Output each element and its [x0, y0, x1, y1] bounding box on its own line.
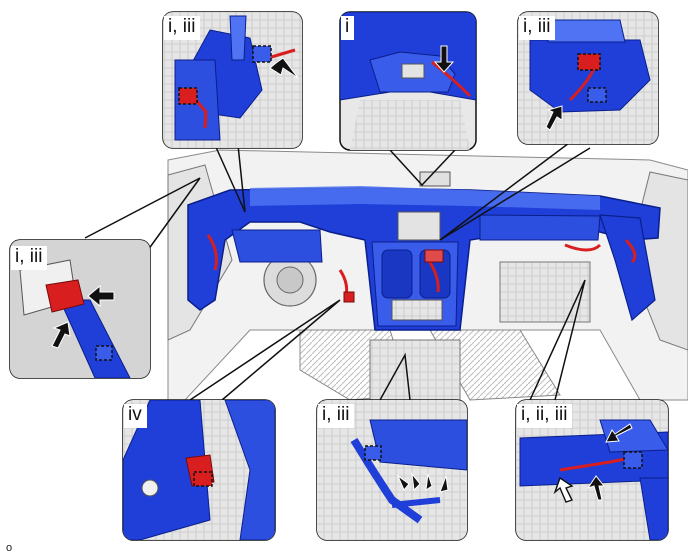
callout-bottom-center	[316, 399, 468, 541]
callout-label-top-left: i, iii	[164, 16, 201, 40]
callout-label-bottom-left: iv	[124, 404, 147, 428]
wire-harness	[206, 234, 637, 301]
callout-label-top-center: i	[341, 16, 355, 40]
callout-label-bottom-center: i, iii	[318, 404, 355, 428]
callout-label-top-right: i, iii	[519, 16, 556, 40]
figure-code: o	[6, 542, 13, 554]
callout-top-left	[162, 11, 303, 149]
callout-top-center	[339, 11, 477, 151]
leader-lines	[84, 139, 591, 401]
callout-label-bottom-right: i, ii, iii	[517, 404, 573, 428]
callout-label-mid-left: i, iii	[11, 246, 48, 270]
callout-bottom-left	[122, 399, 276, 541]
callout-bottom-right	[515, 399, 669, 541]
